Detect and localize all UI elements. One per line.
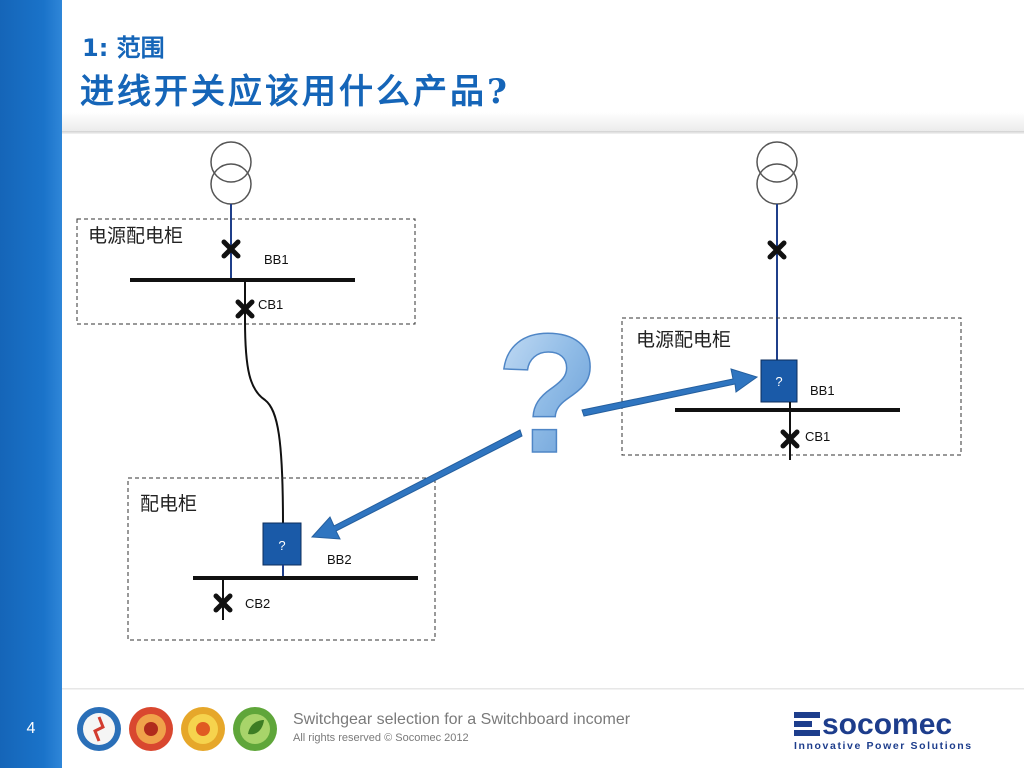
right-breaker-label: CB1: [805, 429, 830, 444]
right-outgoing-breaker-icon: [780, 429, 800, 449]
left-panel-label: 电源配电柜: [88, 225, 183, 247]
right-upstream-breaker-icon: [767, 240, 787, 260]
left-breaker-label: CB1: [258, 297, 283, 312]
right-panel-border: [621, 317, 962, 456]
bottom-breaker-label: CB2: [245, 596, 270, 611]
right-unknown-device: [760, 359, 798, 403]
solar-power-icon: [181, 707, 225, 751]
left-transformer-icon: [210, 141, 252, 205]
bottom-panel-label: 配电柜: [140, 493, 197, 515]
header-divider: [62, 131, 1024, 134]
logo-wordmark: socomec: [822, 708, 952, 741]
right-transformer-icon: [756, 141, 798, 205]
page-number: 4: [26, 720, 36, 737]
critical-power-icon: [77, 707, 121, 751]
footer-divider: [62, 688, 1024, 690]
energy-efficiency-icon: [233, 707, 277, 751]
left-sidebar-band: [0, 0, 62, 768]
right-unknown-device-symbol: ?: [775, 374, 782, 389]
bottom-panel-border: [127, 477, 436, 641]
footer-title: Switchgear selection for a Switchboard i…: [293, 711, 631, 728]
logo-tagline: Innovative Power Solutions: [794, 740, 973, 752]
right-busbar-label: BB1: [810, 383, 835, 398]
section-subtitle: 1: 范围: [82, 34, 165, 62]
footer-copyright: All rights reserved © Socomec 2012: [293, 732, 469, 744]
slide-title: 进线开关应该用什么产品?: [80, 72, 510, 112]
socomec-logo-icon: [794, 712, 820, 736]
right-panel-label: 电源配电柜: [636, 329, 731, 351]
switchgear-diagram: 电源配电柜 BB1 CB1 电源配电柜 ? BB1 CB1 配电柜 ? BB2 …: [76, 141, 962, 641]
question-mark-icon: ?: [496, 299, 600, 489]
left-incomer-breaker-icon: [221, 239, 241, 259]
bottom-unknown-device-symbol: ?: [278, 538, 285, 553]
arrow-to-right-device: [581, 368, 759, 417]
power-control-icon: [129, 707, 173, 751]
header-band: [62, 0, 1024, 132]
bottom-outgoing-breaker-icon: [213, 593, 233, 613]
socomec-logo: socomec Innovative Power Solutions: [794, 708, 973, 752]
left-busbar-label: BB1: [264, 252, 289, 267]
bottom-busbar-label: BB2: [327, 552, 352, 567]
arrow-to-bottom-device: [310, 429, 523, 540]
connecting-cable: [244, 280, 284, 526]
